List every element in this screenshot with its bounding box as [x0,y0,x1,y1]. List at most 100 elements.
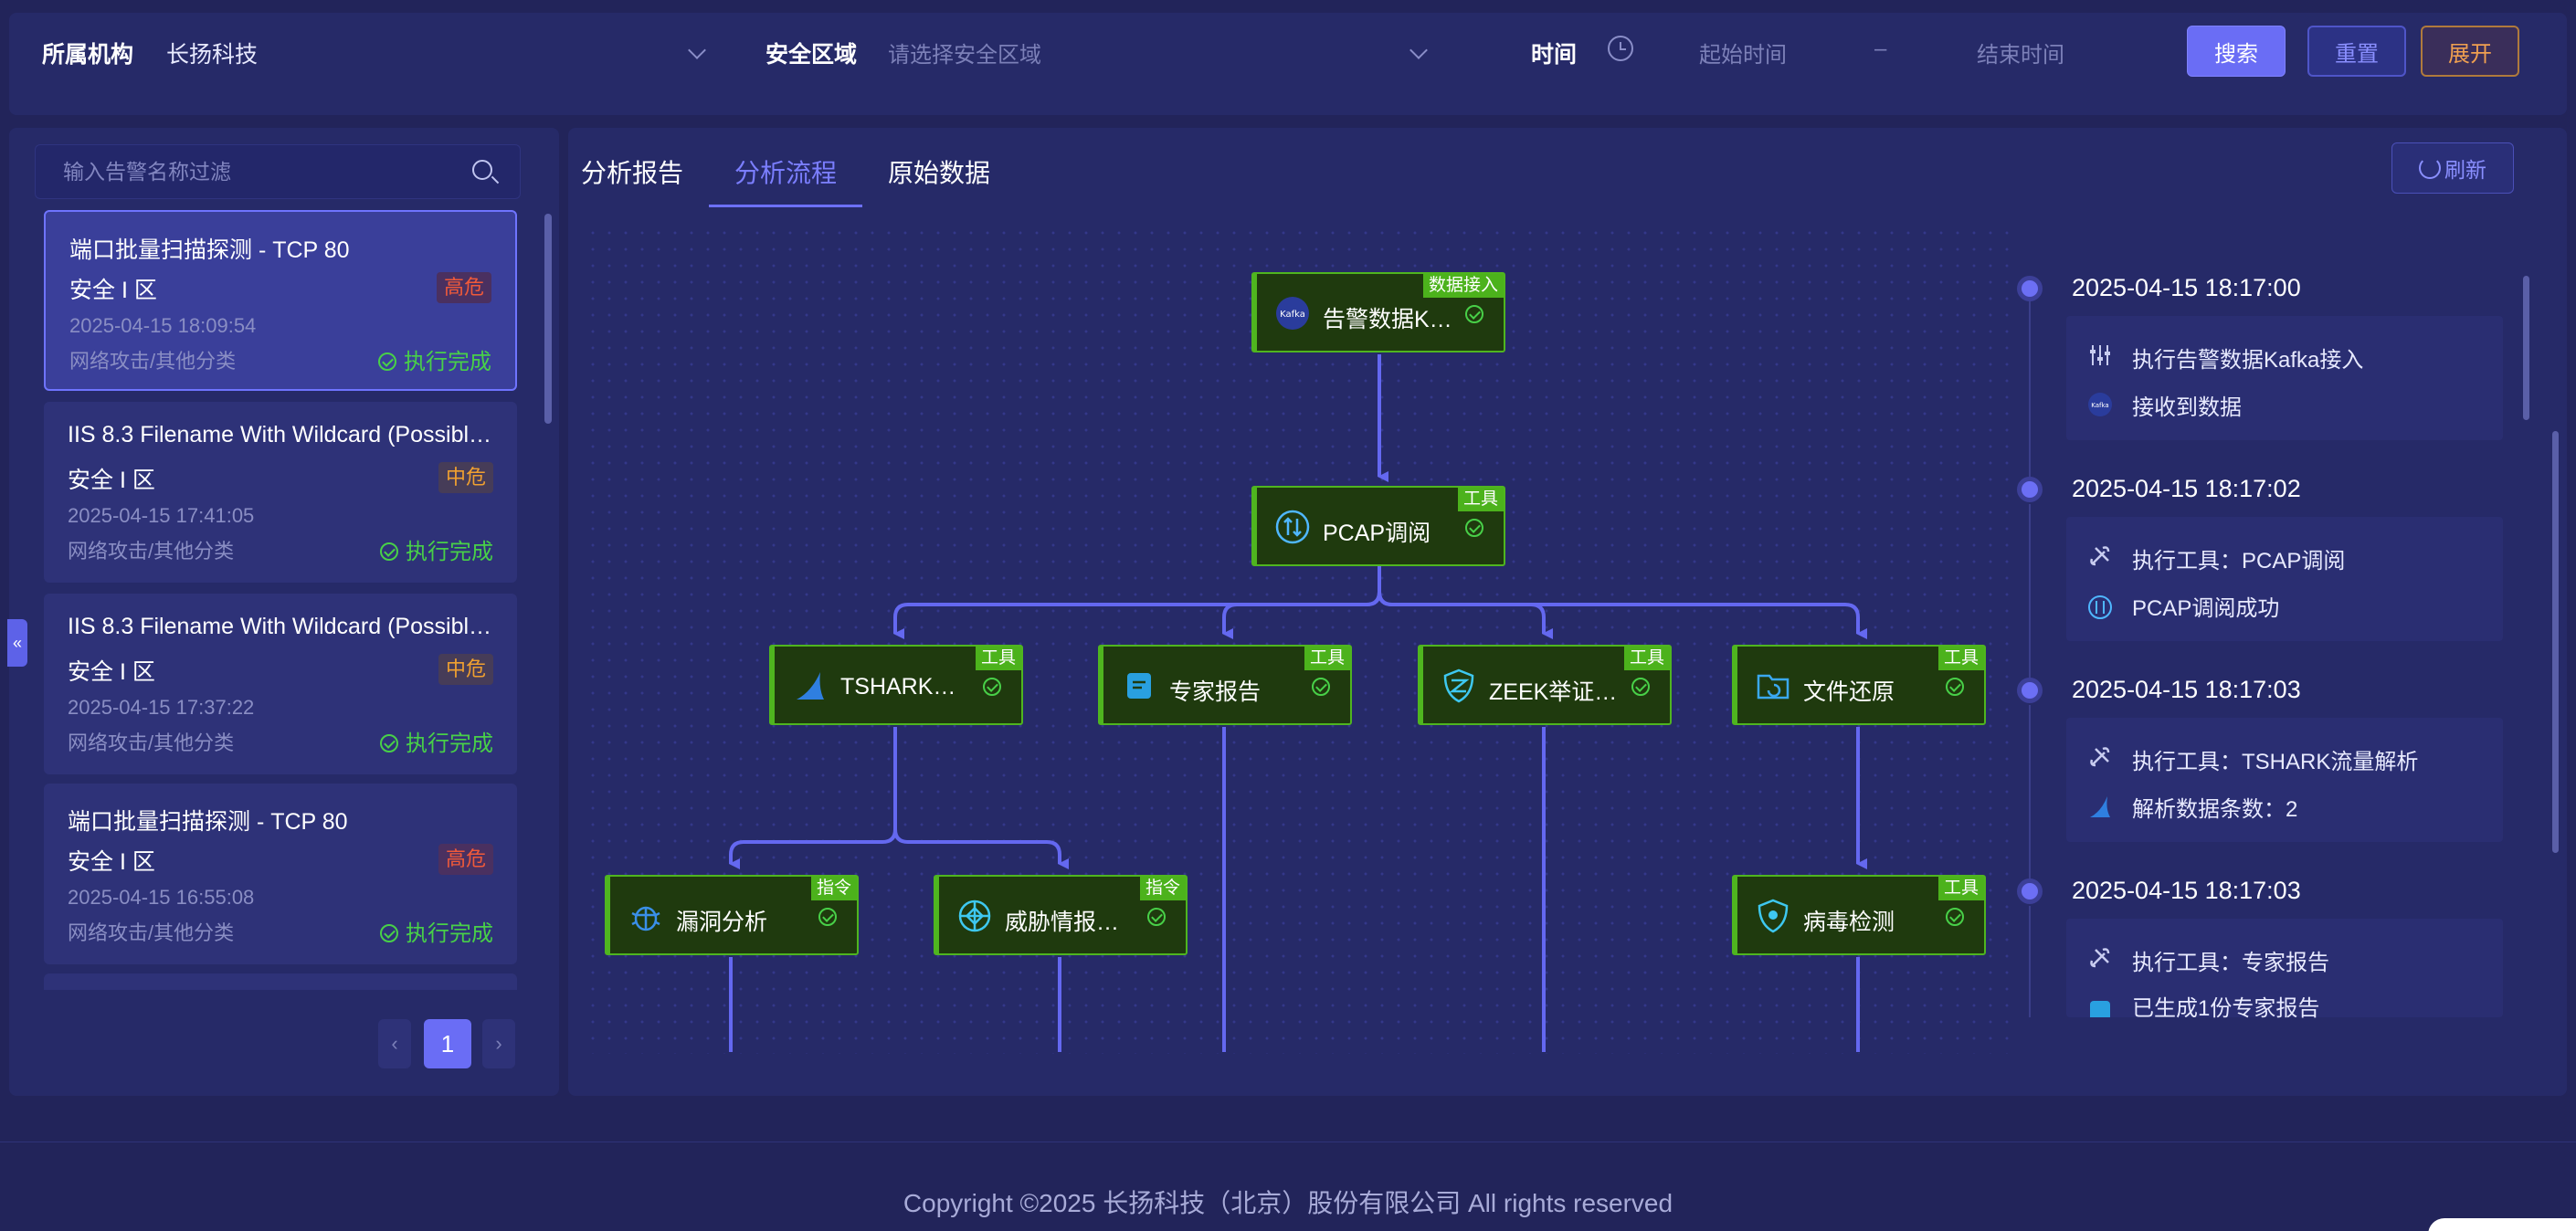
alarm-zone: 安全 I 区 [68,849,155,875]
check-circle-icon [983,678,1001,696]
pcap-icon [2088,595,2112,619]
collapse-sidebar-icon[interactable]: « [7,619,27,667]
sliders-icon [2090,345,2110,365]
main-scrollbar[interactable] [2552,431,2559,853]
active-tab-indicator [709,205,862,207]
timeline-row: 接收到数据 [2132,395,2242,420]
flow-node-virus[interactable]: 病毒检测 工具 [1732,875,1986,955]
end-time-input[interactable]: 结束时间 [1977,43,2064,68]
status-text: 执行完成 [406,731,493,756]
node-tag: 数据接入 [1422,274,1504,298]
timeline-row: 执行工具：TSHARK流量解析 [2132,750,2419,774]
timeline-line [2029,705,2031,886]
alarm-category: 网络攻击/其他分类 [69,350,237,373]
prev-page-button[interactable]: ‹ [378,1019,411,1068]
alarm-card[interactable]: IIS 8.3 Filename With Wildcard (Possible… [44,402,517,583]
status-done: 执行完成 [380,915,493,947]
check-circle-icon [380,734,398,752]
check-circle-icon [1946,678,1964,696]
alarm-card[interactable]: 端口批量扫描探测 - TCP 80 安全 I 区 高危 2025-04-15 1… [44,784,517,964]
tools-icon [2090,546,2110,566]
node-label: 威胁情报… [1005,910,1120,935]
check-circle-icon [1465,305,1483,323]
kafka-logo: Kafka [1276,297,1309,330]
node-tag: 工具 [1457,488,1504,511]
status-text: 执行完成 [406,540,493,564]
crosshair-icon [958,900,991,932]
flow-node-expert[interactable]: 专家报告 工具 [1098,645,1352,725]
edge-pcap-zeek [1378,591,1553,639]
report-icon [1127,673,1151,699]
edge-pcap-file [1378,591,1867,639]
zeek-shield-icon [1443,668,1474,703]
reset-button[interactable]: 重置 [2307,26,2406,77]
timeline-dot [2017,477,2043,502]
start-time-input[interactable]: 起始时间 [1699,43,1787,68]
svg-text:Kafka: Kafka [1280,310,1305,320]
flow-node-file[interactable]: 文件还原 工具 [1732,645,1986,725]
status-text: 执行完成 [404,350,491,374]
timeline-dot [2017,276,2043,301]
timeline-line [2029,504,2031,685]
flow-node-threat[interactable]: 威胁情报… 指令 [934,875,1188,955]
alarm-list-scrollbar[interactable] [544,214,552,424]
alarm-zone: 安全 I 区 [68,468,155,493]
node-tag: 工具 [1937,647,1984,670]
shark-fin-icon [2090,796,2110,817]
zone-select[interactable]: 请选择安全区域 [888,43,1041,68]
timeline-dot [2017,879,2043,904]
check-circle-icon [1465,519,1483,537]
alarm-card-partial[interactable] [44,973,517,990]
next-page-button[interactable]: › [482,1019,515,1068]
flow-node-vuln[interactable]: 漏洞分析 指令 [605,875,859,955]
node-tag: 工具 [1937,877,1984,900]
check-circle-icon [1946,908,1964,926]
flow-node-zeek[interactable]: ZEEK举证… 工具 [1418,645,1672,725]
edge-tshark-threat [893,828,1069,869]
status-done: 执行完成 [380,725,493,757]
flow-node-tshark[interactable]: TSHARK… 工具 [769,645,1023,725]
alarm-search-input[interactable] [36,145,456,198]
alarm-search [35,144,521,199]
node-label: ZEEK举证… [1489,679,1618,705]
severity-badge: 高危 [436,272,491,303]
timeline-row: 执行工具：专家报告 [2132,951,2329,975]
node-label: 告警数据K… [1323,307,1452,332]
flow-node-kafka[interactable]: Kafka 告警数据K… 数据接入 [1251,272,1505,352]
node-label: PCAP调阅 [1323,521,1431,546]
time-separator: – [1874,37,1887,61]
refresh-label: 刷新 [2444,158,2486,182]
severity-badge: 中危 [438,462,493,493]
search-icon[interactable] [472,160,492,180]
severity-badge: 高危 [438,844,493,875]
floating-widget-edge[interactable] [2428,1218,2576,1231]
edge-pcap-tshark [893,566,1381,639]
timeline-time: 2025-04-15 18:17:03 [2072,676,2301,703]
report-icon [2090,1001,2110,1017]
zone-label: 安全区域 [765,42,858,68]
timeline-card [2066,316,2503,440]
refresh-button[interactable]: 刷新 [2391,142,2514,194]
alarm-card[interactable]: 端口批量扫描探测 - TCP 80 安全 I 区 高危 2025-04-15 1… [44,210,517,391]
page-1-button[interactable]: 1 [424,1019,471,1068]
tab-flow[interactable]: 分析流程 [734,159,838,187]
alarm-card[interactable]: IIS 8.3 Filename With Wildcard (Possible… [44,594,517,774]
check-circle-icon [380,542,398,561]
timeline-time: 2025-04-15 18:17:00 [2072,274,2301,301]
refresh-icon [2419,157,2441,179]
clock-icon [1608,36,1633,61]
tab-raw-data[interactable]: 原始数据 [888,159,991,187]
virus-shield-icon [1758,899,1789,933]
timeline-card [2066,718,2503,842]
search-button[interactable]: 搜索 [2187,26,2286,77]
flow-node-pcap[interactable]: PCAP调阅 工具 [1251,486,1505,566]
alarm-category: 网络攻击/其他分类 [68,731,235,754]
timeline-scrollbar[interactable] [2523,276,2529,420]
timeline-row: 解析数据条数：2 [2132,797,2298,822]
check-circle-icon [1631,678,1650,696]
node-tag: 工具 [1304,647,1350,670]
expand-button[interactable]: 展开 [2421,26,2519,77]
tab-report[interactable]: 分析报告 [581,159,684,187]
org-select[interactable]: 长扬科技 [166,42,259,68]
